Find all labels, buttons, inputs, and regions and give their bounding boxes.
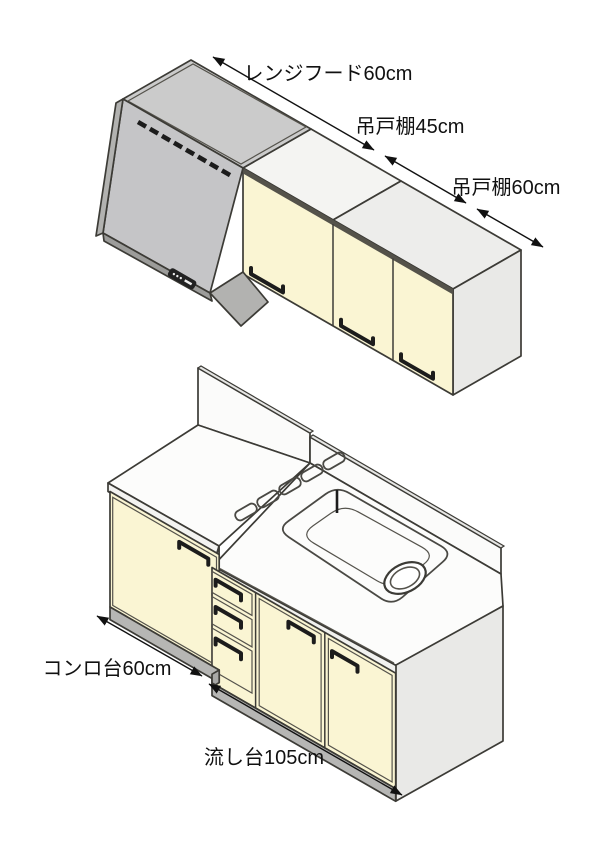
sink-unit-label: 流し台105cm — [204, 746, 324, 769]
base-units — [107, 365, 506, 803]
drawer-3-handle — [213, 636, 243, 662]
wall-cabinets — [242, 128, 522, 396]
wall-cabinet-60-label: 吊戸棚60cm — [452, 176, 561, 199]
drainer-slots — [234, 451, 346, 522]
range-hood-label: レンジフード60cm — [244, 63, 413, 85]
drawer-2-handle — [213, 605, 243, 630]
wall-cabinet-top-rail — [243, 168, 453, 295]
wall-door2-handle — [339, 317, 375, 347]
stove-door-handle — [177, 539, 211, 567]
sink-door-right-handle — [330, 649, 360, 674]
sink-door-left-handle — [286, 619, 316, 645]
range-hood-right-piece — [209, 271, 269, 327]
stove-stand-dim-arrow — [96, 615, 203, 677]
sink-basin-rim — [281, 488, 449, 603]
sink-unit-dim-arrow — [208, 683, 403, 796]
lower-dimension-arrows: コンロ台60cm 流し台105cm — [43, 615, 403, 796]
drawer-1-handle — [213, 577, 243, 603]
wall-door3-handle — [399, 352, 435, 381]
upper-dimension-arrows: レンジフード60cm 吊戸棚45cm 吊戸棚60cm — [212, 56, 561, 248]
drawer-2 — [211, 595, 253, 648]
range-hood-vent-slits — [136, 120, 232, 178]
sink-drain — [383, 561, 427, 595]
range-hood-dim-arrow — [212, 56, 375, 151]
drawer-1 — [211, 570, 253, 617]
wall-cabinet-60-dim-arrow — [476, 208, 544, 248]
wall-cabinet-45-dim-arrow — [384, 155, 467, 204]
sink-backsplash-top-edge — [308, 434, 506, 549]
stove-backsplash-top-edge — [196, 365, 315, 434]
range-hood-left-edge — [95, 98, 124, 237]
wall-door1-handle — [249, 266, 285, 295]
sink-deck-front-rim-line — [219, 567, 395, 664]
range-hood-switch-panel — [167, 268, 197, 290]
wall-cabinet-45-label: 吊戸棚45cm — [356, 115, 465, 138]
stove-stand-label: コンロ台60cm — [43, 657, 172, 680]
